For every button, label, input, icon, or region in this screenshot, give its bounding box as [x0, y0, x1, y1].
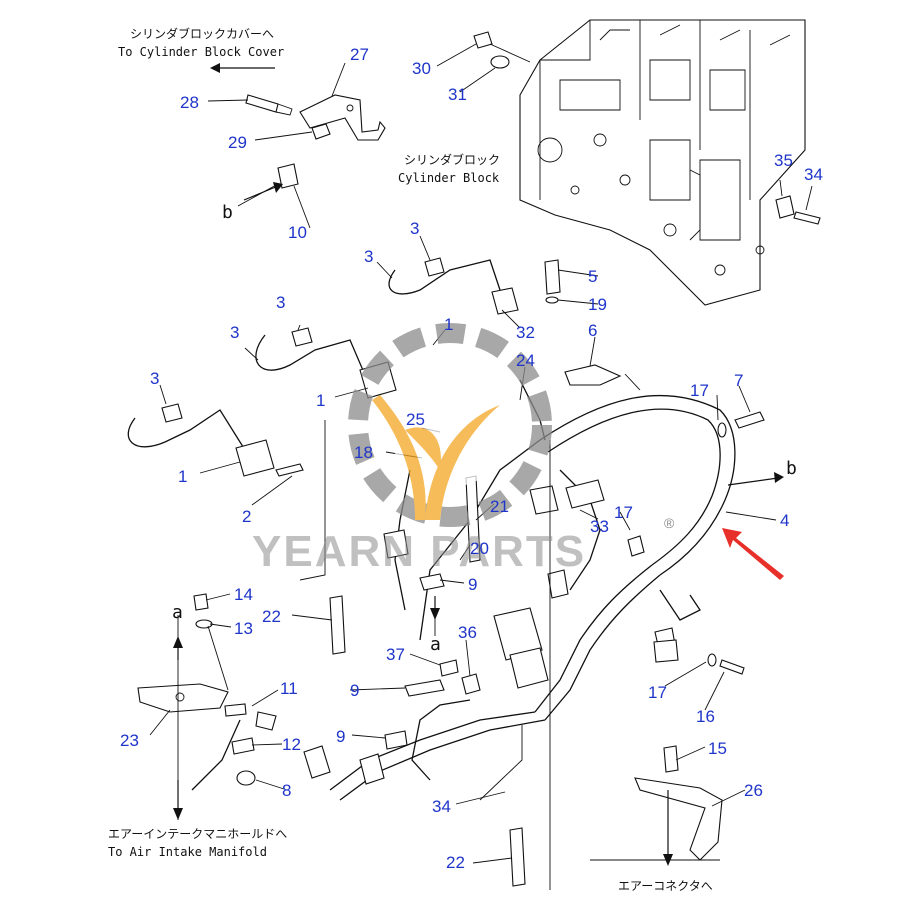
note-cylinder-block-cover-en: To Cylinder Block Cover: [118, 45, 284, 59]
note-air-intake-jp: エアーインテークマニホールドへ: [108, 827, 287, 841]
callout-9-low: 9: [336, 727, 345, 746]
callout-1-top: 1: [444, 315, 453, 334]
note-cylinder-block-jp: シリンダブロック: [404, 152, 500, 167]
callout-31: 31: [448, 85, 467, 104]
callout-33: 33: [590, 517, 609, 536]
callout-21: 21: [490, 497, 509, 516]
ref-letter-b-right: b: [786, 458, 797, 479]
bracket-assembly-27: [245, 94, 386, 189]
wiring-harness: [303, 379, 736, 801]
callout-7: 7: [734, 371, 743, 390]
note-cylinder-block-en: Cylinder Block: [398, 171, 500, 185]
cylinder-block: [519, 19, 806, 306]
callout-6: 6: [588, 321, 597, 340]
callout-19: 19: [588, 295, 607, 314]
callout-3-e: 3: [150, 369, 159, 388]
note-air-intake-en: To Air Intake Manifold: [108, 845, 267, 859]
callout-32: 32: [516, 323, 535, 342]
callout-17-mid: 17: [614, 503, 633, 522]
callout-36: 36: [458, 623, 477, 642]
callout-35: 35: [774, 151, 793, 170]
callout-30: 30: [412, 59, 431, 78]
callout-23: 23: [120, 731, 139, 750]
callout-3-d: 3: [230, 323, 239, 342]
ref-letter-a-center: a: [430, 634, 441, 655]
callout-37: 37: [386, 645, 405, 664]
callout-2: 2: [242, 507, 251, 526]
callout-28: 28: [180, 93, 199, 112]
note-air-connector-jp: エアーコネクタへ: [618, 879, 713, 893]
callout-9-mid: 9: [350, 681, 359, 700]
callout-3-b: 3: [364, 247, 373, 266]
air-intake-bracket-23: [137, 593, 277, 791]
watermark-logo: [348, 323, 552, 527]
ref-letter-a-left: a: [172, 602, 183, 623]
callout-12: 12: [282, 735, 301, 754]
brackets-misc: [329, 573, 723, 887]
callout-11: 11: [280, 679, 298, 698]
callout-14: 14: [234, 585, 253, 604]
note-cylinder-block-cover-jp: シリンダブロックカバーへ: [130, 26, 274, 41]
callout-34-low: 34: [432, 797, 451, 816]
watermark-registered-mark: ®: [664, 515, 675, 531]
watermark-text: YEARN PARTS: [252, 527, 586, 576]
callout-10: 10: [288, 223, 307, 242]
callout-8: 8: [282, 781, 291, 800]
callout-13: 13: [234, 619, 253, 638]
callout-1-low: 1: [178, 467, 187, 486]
callout-22-top: 22: [262, 607, 281, 626]
callout-29: 29: [228, 133, 247, 152]
callout-25: 25: [406, 410, 425, 429]
callouts: 27 28 29 10 30 31 35 34 3 3 3 3 3 5 19 6…: [120, 45, 823, 872]
callout-22-low: 22: [446, 853, 465, 872]
clamp-6-bolts: [544, 259, 765, 675]
callout-15: 15: [708, 739, 727, 758]
callout-24: 24: [516, 351, 535, 370]
callout-5: 5: [588, 267, 597, 286]
bolt-34-35: [775, 195, 821, 225]
plug-30-oring-31: [473, 31, 531, 69]
callout-4: 4: [780, 511, 789, 530]
callout-27: 27: [350, 45, 369, 64]
flow-arrows: [173, 63, 784, 866]
ref-letter-b-left: b: [222, 202, 233, 223]
highlight-arrow: [722, 528, 784, 580]
callout-34-top: 34: [804, 165, 823, 184]
callout-9-top: 9: [468, 575, 477, 594]
callout-1-mid: 1: [316, 391, 325, 410]
callout-3-a: 3: [410, 219, 419, 238]
callout-17-low: 17: [648, 683, 667, 702]
callout-18: 18: [354, 443, 373, 462]
callout-17-top: 17: [690, 381, 709, 400]
callout-16: 16: [696, 707, 715, 726]
callout-3-c: 3: [276, 293, 285, 312]
callout-26: 26: [744, 781, 763, 800]
callout-20: 20: [470, 539, 489, 558]
